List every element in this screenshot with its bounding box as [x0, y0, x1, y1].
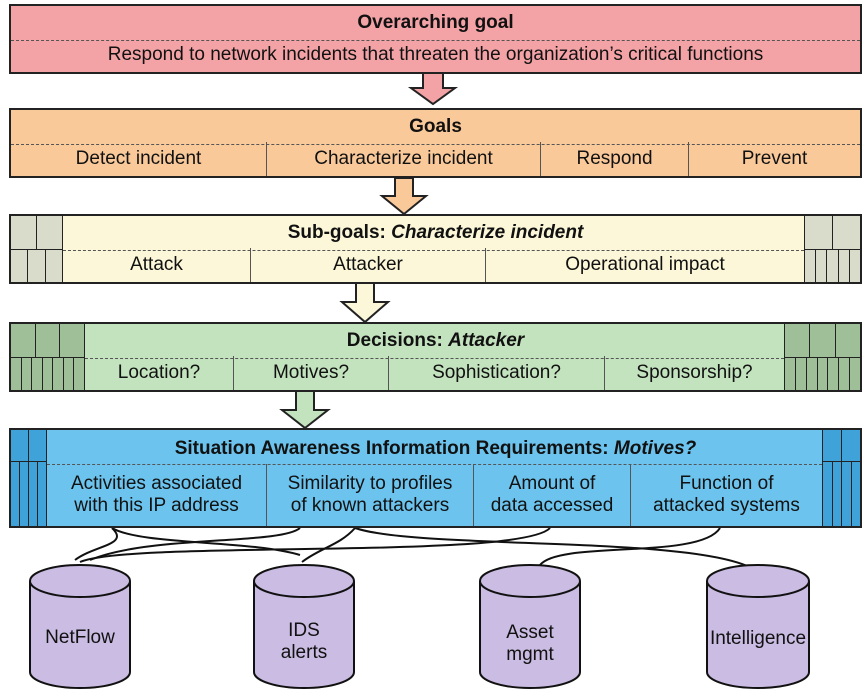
subgoals-band: Sub-goals: Characterize incident Attack … — [9, 214, 862, 284]
database-intelligence — [706, 564, 810, 689]
database-ids-text-line2: alerts — [280, 641, 328, 663]
requirement-function: Function of attacked systems — [630, 464, 822, 526]
decisions-band: Decisions: Attacker Location? Motives? S… — [9, 322, 862, 392]
database-ids-text-line1: IDS — [288, 620, 320, 641]
subgoal-attack: Attack — [130, 254, 183, 276]
sa-title: Situation Awareness Information Requirem… — [11, 438, 860, 460]
goal-detect-incident: Detect incident — [75, 148, 202, 170]
decision-sponsorship: Sponsorship? — [604, 356, 784, 390]
subgoal-attacker: Attacker — [250, 248, 485, 282]
requirement-amount-line1: Amount of — [508, 473, 596, 495]
arrow-overarching-to-goals — [407, 71, 459, 106]
overarching-goal-text: Respond to network incidents that threat… — [107, 44, 764, 66]
sa-title-focus: Motives? — [613, 438, 697, 459]
requirement-activities-line2: with this IP address — [74, 495, 239, 516]
requirement-activities: Activities associated with this IP addre… — [47, 464, 266, 526]
sa-requirements-band: Situation Awareness Information Requirem… — [9, 428, 862, 528]
database-asset-text-line1: Asset — [506, 622, 554, 643]
decision-sophistication: Sophistication? — [388, 356, 604, 390]
connector-similarity-to-netflow — [89, 527, 301, 561]
decisions-title-prefix: Decisions: — [346, 330, 449, 351]
database-intelligence-text: Intelligence — [709, 628, 807, 649]
requirement-activities-line1: Activities associated — [70, 473, 243, 495]
requirement-function-line2: attacked systems — [653, 495, 800, 516]
requirement-similarity: Similarity to profiles of known attacker… — [266, 464, 473, 526]
requirement-amount: Amount of data accessed — [473, 464, 630, 526]
subgoals-title: Sub-goals: Characterize incident — [11, 222, 860, 244]
connectors — [74, 527, 756, 571]
decisions-title-focus: Attacker — [448, 330, 525, 351]
arrow-subgoals-to-decisions — [339, 281, 391, 324]
divider — [47, 464, 822, 465]
goal-prevent: Prevent — [688, 142, 860, 176]
database-netflow-text: NetFlow — [45, 627, 115, 648]
requirement-similarity-line2: of known attackers — [290, 495, 450, 516]
overarching-goal-band: Overarching goal Respond to network inci… — [9, 4, 862, 74]
divider — [11, 144, 860, 145]
arrows — [279, 71, 459, 430]
connector-amount-to-netflow — [79, 527, 551, 563]
decision-location: Location? — [117, 362, 201, 384]
connector-function-to-asset — [539, 527, 721, 566]
database-netflow-label: NetFlow — [30, 627, 130, 649]
database-ids-alerts — [253, 564, 355, 689]
database-netflow — [29, 564, 131, 689]
decisions-title: Decisions: Attacker — [11, 330, 860, 352]
arrow-decisions-to-sa — [279, 390, 331, 430]
requirement-function-line1: Function of — [679, 473, 774, 495]
goals-band: Goals Detect incident Characterize incid… — [9, 108, 862, 178]
requirement-amount-line2: data accessed — [490, 495, 614, 516]
goal-respond: Respond — [540, 142, 688, 176]
requirement-similarity-line1: Similarity to profiles — [287, 473, 453, 495]
divider — [11, 40, 860, 41]
divider — [63, 250, 804, 251]
database-asset-mgmt-label: Asset mgmt — [480, 622, 580, 666]
sa-title-prefix: Situation Awareness Information Requirem… — [174, 438, 614, 459]
connector-similarity-to-intelligence — [354, 527, 756, 571]
database-asset-mgmt — [479, 564, 581, 689]
decision-motives: Motives? — [233, 356, 388, 390]
database-ids-alerts-label: IDS alerts — [254, 620, 354, 664]
subgoals-right-deco — [804, 216, 860, 283]
subgoals-title-prefix: Sub-goals: — [287, 222, 392, 243]
decisions-right-deco — [784, 324, 860, 391]
connector-activities-to-netflow — [74, 527, 118, 561]
goals-title: Goals — [409, 116, 462, 137]
subgoal-operational-impact: Operational impact — [485, 248, 804, 282]
subgoals-title-focus: Characterize incident — [391, 222, 584, 243]
database-asset-text-line2: mgmt — [506, 643, 554, 665]
sa-left-deco — [11, 430, 47, 527]
connector-similarity-to-ids — [301, 527, 356, 563]
database-intelligence-label: Intelligence — [707, 628, 809, 650]
overarching-goal-title: Overarching goal — [357, 12, 514, 33]
arrow-goals-to-subgoals — [379, 177, 429, 216]
subgoals-left-deco — [11, 216, 63, 283]
goal-characterize-incident: Characterize incident — [266, 142, 540, 176]
decisions-left-deco — [11, 324, 85, 391]
databases — [29, 564, 810, 689]
divider — [85, 358, 784, 359]
sa-right-deco — [822, 430, 860, 527]
